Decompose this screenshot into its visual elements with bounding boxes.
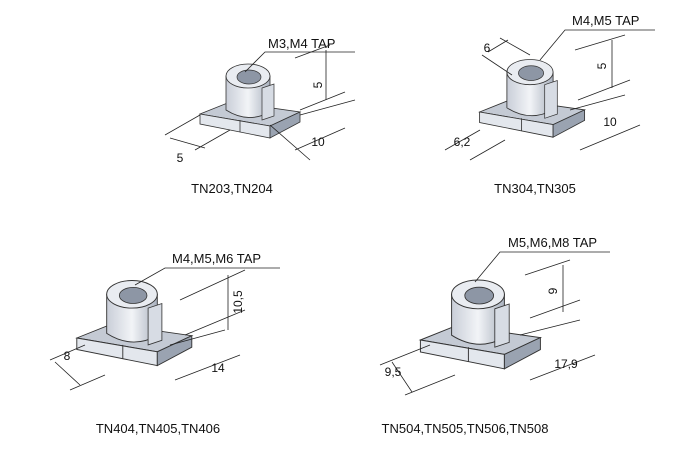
width-dim: 6,2: [454, 135, 471, 149]
tap-label: M5,M6,M8 TAP: [508, 235, 597, 250]
tap-label: M4,M5,M6 TAP: [172, 251, 261, 266]
width-dim: 8: [64, 349, 71, 363]
caption: TN203,TN204: [191, 181, 273, 196]
caption: TN404,TN405,TN406: [96, 421, 220, 436]
height-dim: 9: [546, 287, 560, 294]
height-dim: 5: [595, 62, 609, 69]
t-nut-drawing: [479, 59, 586, 138]
height-dim: 10,5: [231, 290, 245, 314]
nut-tn304: M4,M5 TAP 6 5 10 6,2 TN304,TN305: [444, 13, 655, 196]
tap-leader: [539, 29, 655, 61]
tap-label: M3,M4 TAP: [268, 36, 335, 51]
dimension-lines: [49, 269, 246, 391]
tap-label: M4,M5 TAP: [572, 13, 639, 28]
nut-tn203: M3,M4 TAP 5 10 5 TN203,TN204: [164, 36, 356, 196]
width-dim: 9,5: [385, 365, 402, 379]
nut-tn404: M4,M5,M6 TAP 10,5 14 8 TN404,TN405,TN406: [49, 251, 280, 436]
caption: TN504,TN505,TN506,TN508: [382, 421, 549, 436]
caption: TN304,TN305: [494, 181, 576, 196]
height-dim: 5: [311, 81, 325, 88]
t-nut-drawing: [199, 63, 301, 139]
tap-leader: [134, 267, 280, 286]
width-dim: 5: [177, 151, 184, 165]
tap-leader: [244, 51, 355, 73]
tap-leader: [474, 251, 610, 283]
length-dim: 10: [311, 135, 325, 149]
length-dim: 14: [211, 361, 225, 375]
t-nut-drawing: [419, 279, 541, 370]
dimension-lines: [379, 259, 596, 396]
length-dim: 10: [603, 115, 617, 129]
dimension-lines: [164, 44, 356, 161]
t-nut-drawing: [76, 280, 193, 367]
length-dim: 17,9: [554, 357, 578, 371]
top-dim: 6: [484, 41, 491, 55]
nut-tn504: M5,M6,M8 TAP 9 17,9 9,5 TN504,TN505,TN50…: [379, 235, 610, 436]
dimension-lines: [444, 34, 641, 161]
